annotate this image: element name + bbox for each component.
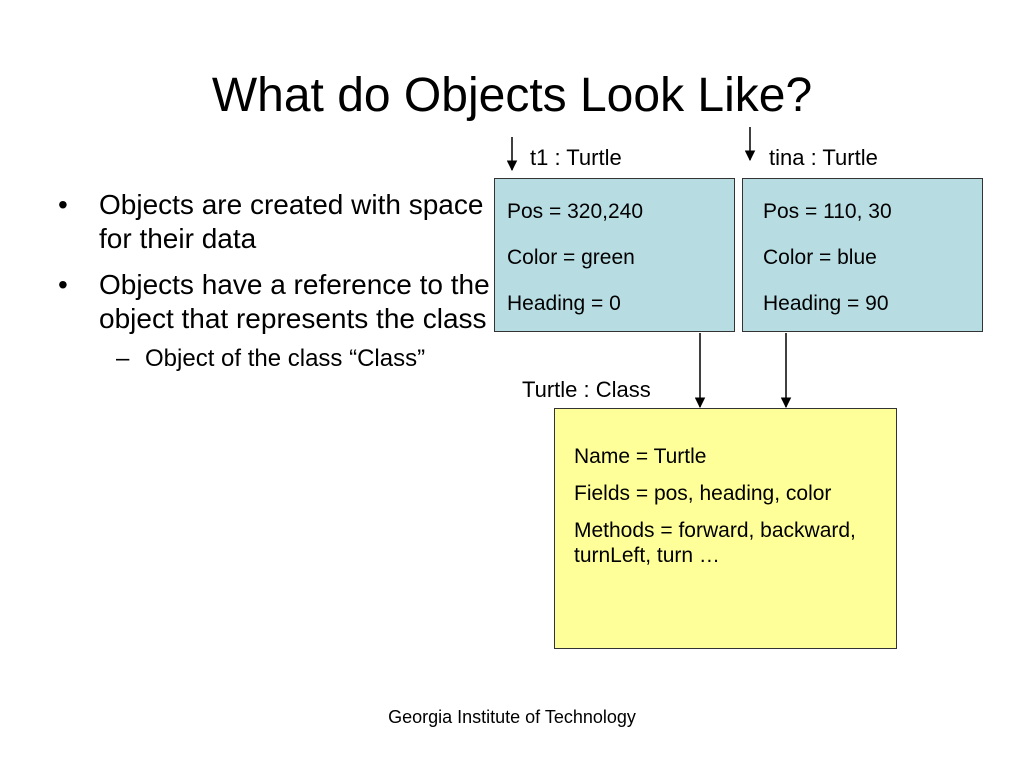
sub-bullet-mark: – [116, 345, 130, 372]
footer-text: Georgia Institute of Technology [388, 707, 636, 727]
object-label-t1: t1 : Turtle [530, 145, 622, 170]
bullet-text: Objects are created with space for their… [99, 189, 484, 254]
object-field: Color = blue [763, 246, 877, 269]
bullet-mark: • [58, 189, 68, 220]
class-field: Fields = pos, heading, color [574, 482, 832, 505]
object-field: Heading = 0 [507, 292, 621, 315]
bullet-text: Objects have a reference to the object t… [99, 269, 490, 334]
object-label-tina: tina : Turtle [769, 145, 878, 170]
object-box-tina: Pos = 110, 30 Color = blue Heading = 90 [742, 178, 983, 332]
object-field: Pos = 110, 30 [763, 200, 892, 223]
object-field: Pos = 320,240 [507, 200, 644, 223]
object-field: Heading = 90 [763, 292, 889, 315]
bullet-item: • Objects are created with space for the… [58, 188, 498, 256]
sub-bullet-item: – Object of the class “Class” [116, 344, 498, 374]
class-object-label: Turtle : Class [522, 377, 651, 402]
bullet-list: • Objects are created with space for the… [58, 188, 498, 374]
sub-bullet-text: Object of the class “Class” [145, 345, 426, 372]
slide-title: What do Objects Look Like? [211, 69, 813, 122]
class-field: Name = Turtle [574, 445, 707, 468]
object-field: Color = green [507, 246, 635, 269]
bullet-mark: • [58, 269, 68, 300]
bullet-item: • Objects have a reference to the object… [58, 268, 498, 336]
object-box-t1: Pos = 320,240 Color = green Heading = 0 [494, 178, 735, 332]
class-object-box: Name = Turtle Fields = pos, heading, col… [554, 408, 897, 649]
class-field: Methods = forward, backward, turnLeft, t… [574, 519, 856, 567]
